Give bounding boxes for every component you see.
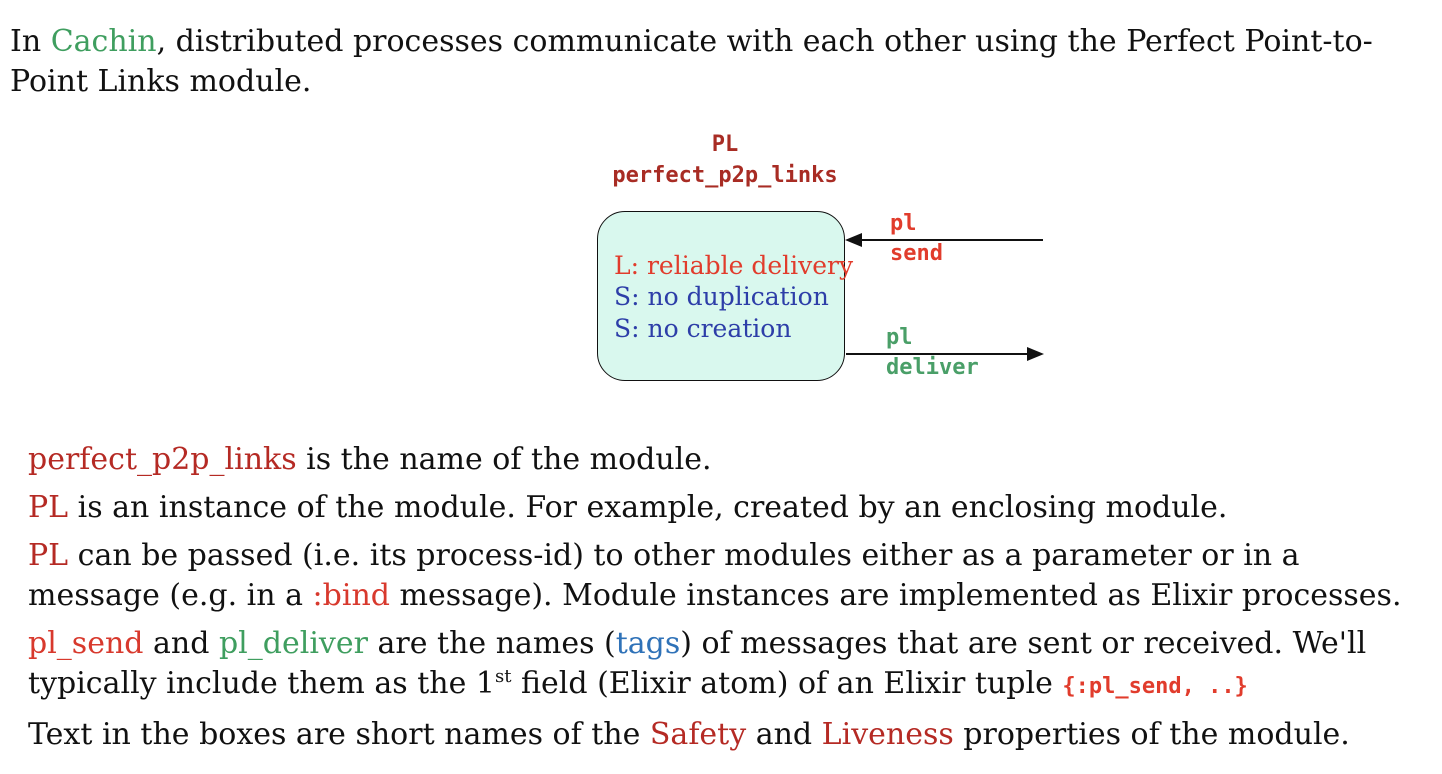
explanation-section: perfect_p2p_links is the name of the mod… (28, 440, 1423, 763)
properties-explanation: Text in the boxes are short names of the… (28, 715, 1423, 755)
process-text-start: can be passed (i.e. its process-id) to o… (28, 538, 1300, 613)
tags-term: tags (615, 626, 681, 661)
safety-property-duplication: S: no duplication (614, 282, 829, 311)
pl-deliver-label: pl deliver (886, 323, 979, 383)
module-name-text: is the name of the module. (296, 442, 712, 477)
safety-property-creation: S: no creation (614, 314, 792, 343)
elixir-tuple-code: {:pl_send, ..} (1062, 674, 1248, 699)
process-passing-explanation: PL can be passed (i.e. its process-id) t… (28, 536, 1423, 616)
liveness-property: L: reliable delivery (614, 251, 854, 280)
instance-explanation: PL is an instance of the module. For exa… (28, 488, 1423, 528)
pl-send-label: pl send (890, 209, 943, 269)
tags-text-middle: ) of messages that are sent or received.… (28, 626, 1367, 701)
module-name-explanation: perfect_p2p_links is the name of the mod… (28, 440, 1423, 480)
tags-text-start: are the names ( (367, 626, 616, 661)
process-term: PL (28, 538, 69, 573)
message-arrows (845, 233, 1044, 361)
intro-prefix: In (10, 24, 51, 59)
bind-message: :bind (312, 578, 390, 613)
pl-deliver-tag: pl_deliver (218, 626, 368, 661)
cachin-reference: Cachin (50, 24, 157, 59)
intro-suffix: , distributed processes communicate with… (10, 24, 1373, 99)
send-arrowhead-icon (845, 233, 862, 247)
instance-term: PL (28, 490, 69, 525)
module-box: L: reliable delivery S: no duplication S… (597, 211, 853, 381)
module-name-term: perfect_p2p_links (28, 442, 297, 477)
intro-paragraph: In Cachin, distributed processes communi… (10, 22, 1435, 102)
message-tags-explanation: pl_send and pl_deliver are the names (ta… (28, 624, 1423, 707)
pl-send-tag: pl_send (28, 626, 144, 661)
ordinal-superscript: st (494, 666, 512, 687)
safety-term: Safety (649, 717, 747, 752)
deliver-event: deliver (886, 355, 979, 380)
deliver-arrowhead-icon (1027, 347, 1044, 361)
module-instance-label: PL (711, 132, 739, 157)
properties-and: and (746, 717, 822, 752)
properties-text-end: properties of the module. (953, 717, 1350, 752)
instance-text: is an instance of the module. For exampl… (68, 490, 1228, 525)
liveness-term: Liveness (821, 717, 954, 752)
module-name-label: perfect_p2p_links (612, 163, 838, 188)
process-text-end: message). Module instances are implement… (389, 578, 1402, 613)
properties-text-start: Text in the boxes are short names of the (28, 717, 650, 752)
deliver-prefix: pl (886, 325, 913, 350)
tags-text-end: field (Elixir atom) of an Elixir tuple (511, 666, 1063, 701)
tag-and: and (143, 626, 219, 661)
send-event: send (890, 241, 943, 266)
module-diagram: PL perfect_p2p_links L: reliable deliver… (560, 125, 1080, 395)
send-prefix: pl (890, 211, 917, 236)
